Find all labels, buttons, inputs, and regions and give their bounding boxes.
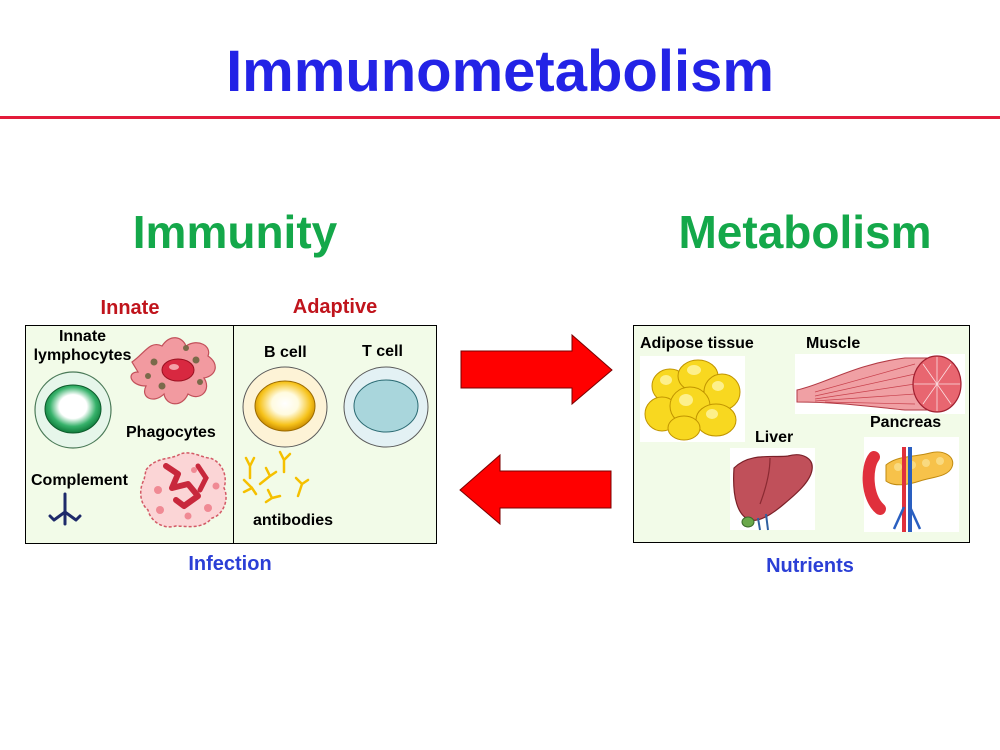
complement-label: Complement (31, 472, 128, 489)
innate-lymphocytes-label: Innate lymphocytes (33, 328, 132, 364)
innate-label: Innate (100, 297, 160, 319)
complement-icon (48, 492, 82, 526)
pancreas-label: Pancreas (870, 414, 942, 431)
panel-divider (233, 325, 234, 544)
b-cell (242, 366, 328, 448)
phagocytes-label: Phagocytes (126, 424, 216, 441)
page-title: Immunometabolism (226, 39, 774, 104)
pancreas-icon (862, 437, 959, 532)
adipose-tissue-icon (640, 356, 745, 442)
arrow-right-icon (460, 333, 613, 406)
muscle-label: Muscle (806, 335, 861, 352)
immunity-heading: Immunity (132, 206, 338, 258)
arrow-left-icon (459, 453, 612, 526)
metabolism-heading: Metabolism (678, 206, 932, 258)
t-cell (343, 366, 429, 448)
phagocyte-cell-top (130, 337, 216, 405)
phagocyte-cell-bottom (140, 452, 227, 528)
nutrients-label: Nutrients (766, 555, 854, 577)
adaptive-label: Adaptive (292, 296, 378, 318)
muscle-icon (795, 354, 965, 414)
adipose-tissue-label: Adipose tissue (640, 335, 754, 352)
antibodies-label: antibodies (253, 512, 334, 529)
title-divider (0, 116, 1000, 119)
liver-label: Liver (755, 429, 794, 446)
antibodies-icon (242, 450, 310, 504)
liver-icon (730, 448, 815, 531)
b-cell-label: B cell (264, 344, 307, 361)
innate-lymphocyte-cell (34, 371, 112, 449)
infection-label: Infection (188, 553, 272, 575)
t-cell-label: T cell (362, 343, 403, 360)
